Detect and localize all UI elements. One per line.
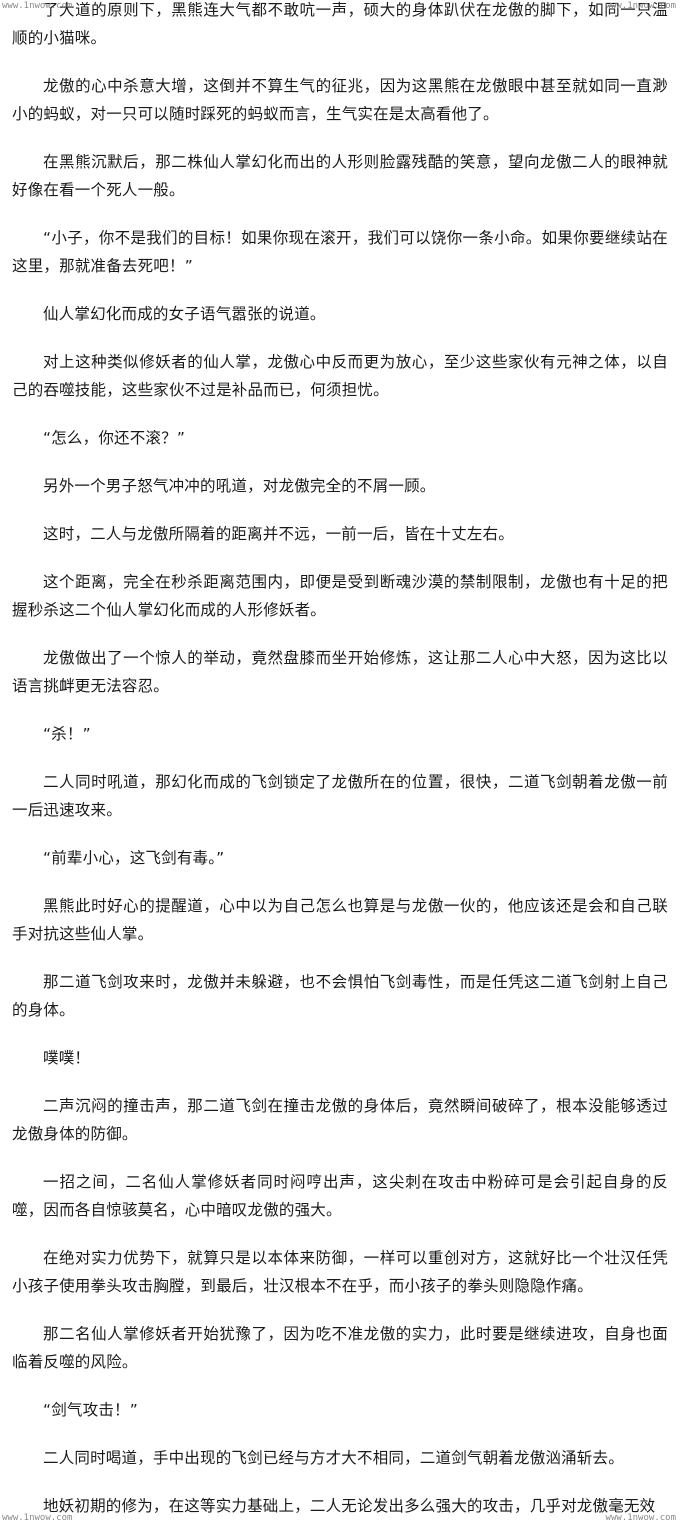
paragraph: 在黑熊沉默后，那二株仙人掌幻化而出的人形则脸露残酷的笑意，望向龙傲二人的眼神就好… [12,153,668,199]
paragraph: “杀！” [43,725,91,743]
paragraph: 那二名仙人掌修妖者开始犹豫了，因为吃不准龙傲的实力，此时要是继续进攻，自身也面临… [12,1325,668,1371]
paragraph: 仙人掌幻化而成的女子语气嚣张的说道。 [43,305,326,323]
paragraph: “怎么，你还不滚？” [43,429,186,447]
watermark-bottom-left: www.1nwow.com [2,1513,73,1523]
paragraph: 黑熊此时好心的提醒道，心中以为自己怎么也算是与龙傲一伙的，他应该还是会和自己联手… [12,897,668,943]
paragraph: 那二道飞剑攻来时，龙傲并未躲避，也不会惧怕飞剑毒性，而是任凭这二道飞剑射上自己的… [12,973,668,1019]
paragraph: 另外一个男子怒气冲冲的吼道，对龙傲完全的不屑一顾。 [43,477,436,495]
article-body: 了大道的原则下，黑熊连大气都不敢吭一声，硕大的身体趴伏在龙傲的脚下，如同一只温顺… [12,0,668,1525]
paragraph: 二人同时吼道，那幻化而成的飞剑锁定了龙傲所在的位置，很快，二道飞剑朝着龙傲一前一… [12,773,668,819]
paragraph: 二声沉闷的撞击声，那二道飞剑在撞击龙傲的身体后，竟然瞬间破碎了，根本没能够透过龙… [12,1097,668,1143]
watermark-top-right: www.1nwow.com [605,1,676,11]
watermark-bottom-right: www.1nwow.com [605,1513,676,1523]
paragraph: 龙傲做出了一个惊人的举动，竟然盘膝而坐开始修炼，这让那二人心中大怒，因为这比以语… [12,649,668,695]
watermark-top-left: www.1nwow.com [2,1,73,11]
paragraph: 龙傲的心中杀意大增，这倒并不算生气的征兆，因为这黑熊在龙傲眼中甚至就如同一直渺小… [12,77,668,123]
paragraph: 这时，二人与龙傲所隔着的距离并不远，一前一后，皆在十丈左右。 [43,525,515,543]
paragraph: “小子，你不是我们的目标！如果你现在滚开，我们可以饶你一条小命。如果你要继续站在… [12,229,668,275]
paragraph: 这个距离，完全在秒杀距离范围内，即便是受到断魂沙漠的禁制限制，龙傲也有十足的把握… [12,573,668,619]
paragraph: 噗噗！ [43,1049,91,1067]
paragraph: 二人同时喝道，手中出现的飞剑已经与方才大不相同，二道剑气朝着龙傲汹涌斩去。 [43,1449,624,1467]
paragraph: “剑气攻击！” [43,1401,138,1419]
paragraph: 地妖初期的修为，在这等实力基础上，二人无论发出多么强大的攻击，几乎对龙傲毫无效 [43,1497,656,1515]
paragraph: 了大道的原则下，黑熊连大气都不敢吭一声，硕大的身体趴伏在龙傲的脚下，如同一只温顺… [12,1,668,47]
paragraph: 在绝对实力优势下，就算只是以本体来防御，一样可以重创对方，这就好比一个壮汉任凭小… [12,1249,668,1295]
paragraph: “前辈小心，这飞剑有毒。” [43,849,225,867]
paragraph: 对上这种类似修妖者的仙人掌，龙傲心中反而更为放心，至少这些家伙有元神之体，以自己… [12,353,668,399]
paragraph: 一招之间，二名仙人掌修妖者同时闷哼出声，这尖刺在攻击中粉碎可是会引起自身的反噬，… [12,1173,668,1219]
